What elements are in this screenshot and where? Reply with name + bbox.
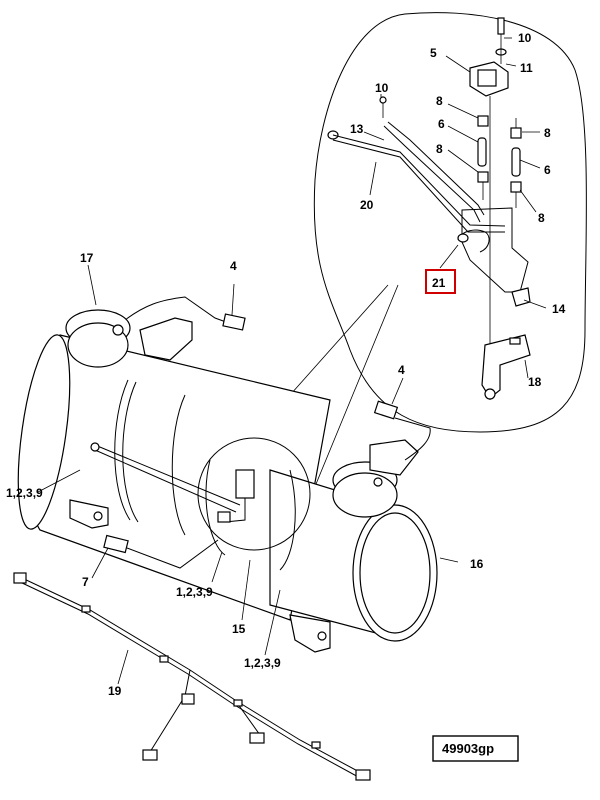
callout-label-8: 8 [436, 142, 443, 156]
sensor-wire [94, 449, 237, 513]
callout-label-8: 8 [436, 94, 443, 108]
sensor-port [90, 442, 100, 452]
callout-label-10: 10 [518, 31, 532, 45]
tube-part-6 [511, 147, 521, 177]
harness-wire [124, 296, 227, 323]
connector-part-4 [222, 283, 246, 331]
clip-part-14 [511, 287, 531, 307]
screw-part-10 [497, 17, 505, 44]
callout-label-6: 6 [438, 117, 445, 131]
pipe-run [387, 121, 485, 216]
diagram-code: 49903gp [442, 741, 494, 756]
mounting-foot [69, 499, 109, 529]
detail-callout-outline [313, 12, 587, 433]
callout-label-10: 10 [375, 81, 389, 95]
sensor-assembly-in-circle [217, 469, 255, 523]
mounting-bracket [139, 317, 193, 361]
callout-label-21: 21 [432, 276, 446, 290]
pipe-part-20 [332, 134, 506, 233]
callout-label-4: 4 [398, 363, 405, 377]
dpf-housing [17, 334, 331, 621]
inlet-dome-part-17 [65, 309, 131, 368]
scr-housing [269, 469, 438, 642]
clamp-part-8 [477, 115, 489, 127]
wiring-harness-part-19 [13, 572, 371, 781]
callout-label-11: 11 [520, 61, 533, 75]
tube-part-6 [477, 137, 487, 167]
callout-label-15: 15 [232, 622, 246, 636]
sensor-wire [94, 444, 241, 506]
callout-label-18: 18 [528, 375, 542, 389]
callout-label-19: 19 [108, 684, 122, 698]
sensor-part-21 [457, 229, 490, 253]
diagram-code-box [432, 735, 519, 762]
harness-wire [394, 417, 431, 461]
mounting-plate [461, 207, 529, 293]
callout-label-1-2-3-9: 1,2,3,9 [6, 486, 43, 500]
clamp-band [279, 469, 296, 571]
callout-label-1-2-3-9: 1,2,3,9 [176, 585, 213, 599]
callout-label-5: 5 [430, 46, 437, 60]
highlight-box-21 [425, 269, 456, 294]
detail-zoom-circle [197, 437, 311, 551]
pipe-run [383, 125, 481, 223]
clamp-part-8 [510, 127, 522, 139]
callout-label-13: 13 [350, 122, 364, 136]
clamp-part-8 [477, 171, 489, 183]
callout-label-8: 8 [538, 211, 545, 225]
callout-label-17: 17 [80, 251, 94, 265]
clamp-band [205, 459, 226, 556]
bracket-part-18 [481, 334, 531, 400]
mounting-bracket [369, 439, 419, 476]
sensor-module-part-5 [469, 61, 509, 110]
callout-label-6: 6 [544, 163, 551, 177]
callout-label-20: 20 [360, 198, 374, 212]
mounting-foot [289, 614, 331, 653]
callout-label-4: 4 [230, 259, 237, 273]
callout-label-16: 16 [470, 557, 484, 571]
callout-label-8: 8 [544, 126, 551, 140]
clamp-part-8 [510, 181, 522, 193]
callout-label-1-2-3-9: 1,2,3,9 [244, 656, 281, 670]
callout-label-7: 7 [82, 575, 89, 589]
connector-part-7 [103, 534, 219, 569]
screw-part-10 [379, 96, 387, 118]
callout-label-14: 14 [552, 302, 566, 316]
connector-part-4 [373, 377, 404, 420]
